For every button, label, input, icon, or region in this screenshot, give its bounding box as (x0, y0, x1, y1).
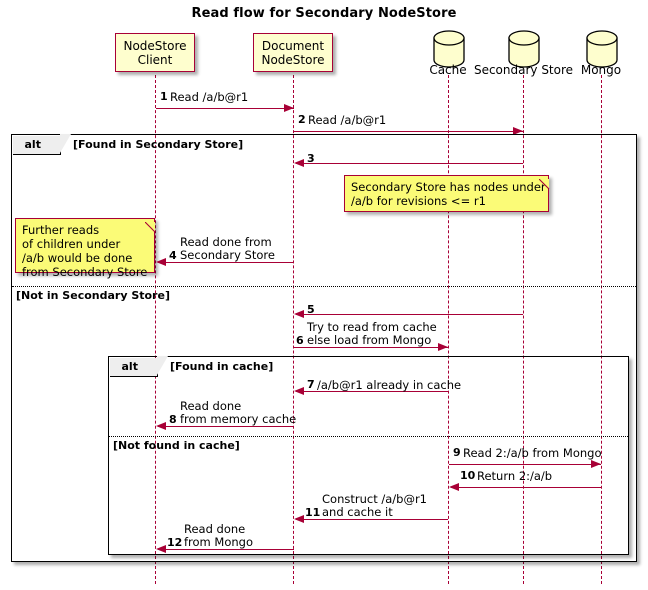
alt-frame-inner (108, 356, 629, 555)
database-mongo-icon[interactable] (586, 30, 618, 68)
message-9-line (449, 464, 601, 465)
database-cache-label: Cache (429, 63, 467, 77)
message-12-line (158, 549, 294, 550)
message-8-label: Read done from memory cache (180, 399, 297, 426)
message-6-arrowhead (438, 342, 448, 351)
message-2-number: 2 (298, 113, 306, 126)
message-12-arrowhead (156, 544, 166, 553)
message-1-line (156, 108, 294, 109)
message-4-number: 4 (169, 249, 177, 262)
message-11-line (296, 519, 448, 520)
database-cache-icon[interactable] (433, 30, 465, 68)
note-secondary-store: Secondary Store has nodes under /a/b for… (344, 175, 549, 212)
message-10-line (451, 487, 601, 488)
message-11-number: 11 (305, 506, 321, 519)
alt-frame-outer-divider (12, 286, 636, 287)
alt-frame-outer (11, 134, 637, 562)
lifeline-nodestore-client (155, 75, 156, 584)
alt-frame-inner-divider (109, 436, 628, 437)
note-further-reads: Further reads of children under /a/b wou… (15, 218, 155, 279)
message-10-label: Return 2:/a/b (477, 469, 553, 483)
message-7-line (296, 391, 448, 392)
alt-frame-outer-branch-1-label: [Found in Secondary Store] (73, 138, 244, 151)
message-6-line (294, 347, 448, 348)
alt-frame-outer-tab: alt (12, 134, 71, 155)
alt-frame-outer-branch-2-label: [Not in Secondary Store] (16, 289, 170, 302)
cylinder-shape-mongo (586, 30, 618, 68)
message-2-label: Read /a/b@r1 (308, 113, 387, 127)
database-secondary-store-icon[interactable] (508, 30, 540, 68)
message-11-label: Construct /a/b@r1 and cache it (322, 492, 427, 519)
message-2-line (294, 131, 523, 132)
message-11-arrowhead (294, 514, 304, 523)
lifeline-cache (448, 75, 449, 584)
alt-frame-inner-branch-1-label: [Found in cache] (170, 360, 274, 373)
participant-nodestore-client-line1: NodeStore (123, 39, 187, 53)
message-5-line (296, 314, 523, 315)
message-8-arrowhead (156, 421, 166, 430)
message-9-arrowhead (591, 459, 601, 468)
lifeline-mongo (601, 75, 602, 584)
alt-frame-inner-tab: alt (109, 356, 168, 377)
cylinder-shape-cache (433, 30, 465, 68)
participant-document-nodestore-line1: Document (261, 39, 325, 53)
message-8-line (158, 426, 294, 427)
message-12-number: 12 (167, 536, 183, 549)
message-2-arrowhead (513, 126, 523, 135)
message-8-number: 8 (169, 413, 177, 426)
alt-frame-inner-branch-2-label: [Not found in cache] (113, 439, 240, 452)
lifeline-document-nodestore (293, 75, 294, 584)
lifeline-secondary-store (523, 75, 524, 584)
message-4-arrowhead (156, 257, 166, 266)
message-7-number: 7 (307, 378, 315, 391)
message-4-label: Read done from Secondary Store (180, 235, 275, 262)
diagram-title: Read flow for Secondary NodeStore (191, 6, 457, 21)
message-7-label: /a/b@r1 already in cache (317, 378, 462, 392)
message-10-arrowhead (449, 482, 459, 491)
database-mongo-label: Mongo (580, 63, 622, 77)
message-3-arrowhead (294, 158, 304, 167)
database-secondary-store-label: Secondary Store (473, 63, 574, 77)
participant-nodestore-client-line2: Client (137, 53, 173, 67)
participant-document-nodestore[interactable]: Document NodeStore (253, 33, 333, 72)
message-9-number: 9 (453, 446, 461, 459)
message-3-number: 3 (307, 152, 315, 165)
message-1-arrowhead (284, 103, 294, 112)
participant-document-nodestore-line2: NodeStore (261, 53, 325, 67)
message-5-arrowhead (294, 309, 304, 318)
message-7-arrowhead (294, 386, 304, 395)
message-9-label: Read 2:/a/b from Mongo (463, 446, 602, 460)
cylinder-shape-secondary-store (508, 30, 540, 68)
message-10-number: 10 (460, 469, 476, 482)
message-1-number: 1 (160, 90, 168, 103)
message-6-number: 6 (296, 334, 304, 347)
message-4-line (158, 262, 294, 263)
message-1-label: Read /a/b@r1 (170, 90, 249, 104)
message-12-label: Read done from Mongo (184, 522, 253, 549)
message-3-line (296, 163, 523, 164)
message-5-number: 5 (307, 303, 315, 316)
message-6-label: Try to read from cache else load from Mo… (307, 320, 437, 347)
participant-nodestore-client[interactable]: NodeStore Client (115, 33, 195, 72)
